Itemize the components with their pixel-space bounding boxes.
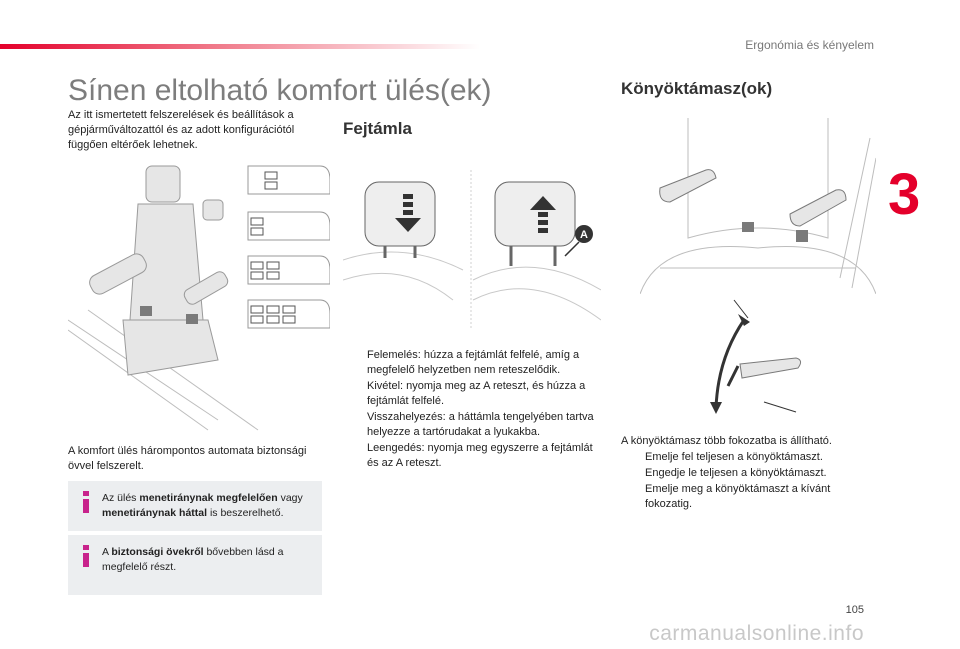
armrest-seat-illustration (640, 118, 876, 294)
intro-paragraph: Az itt ismertetett felszerelések és beál… (68, 109, 295, 151)
header-red-bar (0, 44, 480, 49)
info-icon (83, 545, 89, 567)
info-box-seatbelt: A biztonsági övekről bővebben lásd a meg… (68, 535, 322, 595)
chapter-number: 3 (888, 162, 921, 227)
list-item: Emelje meg a könyöktámaszt a kívánt foko… (645, 483, 831, 510)
seatbelt-paragraph: A komfort ülés hárompontos automata bizt… (68, 445, 307, 472)
armrest-title: Könyöktámasz(ok) (621, 79, 773, 98)
armrest-intro: A könyöktámasz több fokozatba is állítha… (621, 435, 832, 447)
headrest-title: Fejtámla (343, 119, 412, 138)
info-text-direction: Az ülés menetiránynak megfelelően vagy m… (102, 492, 303, 519)
list-item: Felemelés: húzza a fejtámlát felfelé, am… (367, 349, 580, 376)
headrest-instructions: Felemelés: húzza a fejtámlát felfelé, am… (343, 348, 603, 472)
label-a: A (580, 229, 588, 241)
list-item: Emelje fel teljesen a könyöktámaszt. (645, 451, 823, 463)
list-item: Engedje le teljesen a könyöktámaszt. (645, 467, 827, 479)
armrest-angle-illustration (710, 299, 802, 414)
info-box-direction: Az ülés menetiránynak megfelelően vagy m… (68, 481, 322, 531)
list-item: Visszahelyezés: a háttámla tengelyében t… (367, 411, 594, 438)
page-number: 105 (845, 604, 864, 616)
armrest-instructions: Emelje fel teljesen a könyöktámaszt. Eng… (621, 450, 871, 513)
headrest-illustration: A (343, 170, 601, 328)
seat-rails-illustration (68, 165, 330, 431)
watermark: carmanualsonline.info (649, 622, 864, 645)
info-icon (83, 491, 89, 513)
page-title: Sínen eltolható komfort ülés(ek) (68, 74, 492, 107)
list-item: Leengedés: nyomja meg egyszerre a fejtám… (367, 442, 593, 469)
chapter-title: Ergonómia és kényelem (745, 38, 874, 52)
list-item: Kivétel: nyomja meg az A reteszt, és húz… (367, 380, 586, 407)
info-text-seatbelt: A biztonsági övekről bővebben lásd a meg… (102, 546, 284, 573)
